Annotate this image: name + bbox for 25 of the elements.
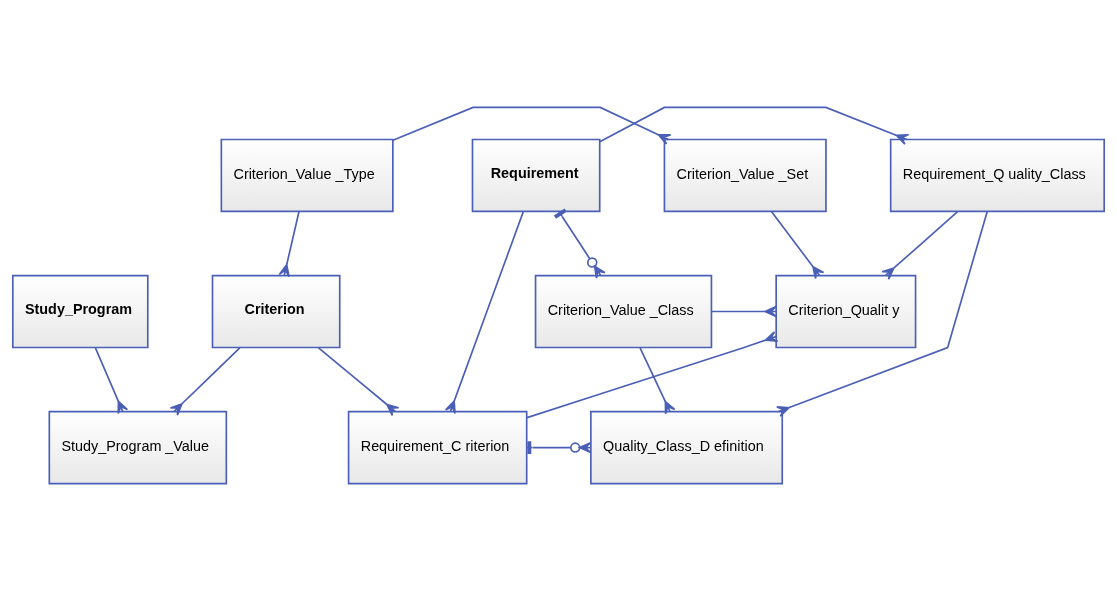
node-box: Criterion_Value _Type — [220, 138, 394, 212]
connector — [881, 210, 959, 280]
node-box: Study_Program — [12, 274, 149, 348]
connector — [278, 210, 300, 277]
connector — [526, 330, 779, 418]
node-box: Criterion — [211, 274, 341, 348]
node-box: Criterion_Qualit y — [775, 274, 917, 348]
node-box: Requirement — [471, 138, 601, 212]
connector — [317, 346, 400, 416]
connector — [710, 305, 777, 317]
node-box: Requirement_Q uality_Class — [889, 138, 1105, 212]
node-box: Study_Program _Value — [48, 410, 228, 484]
connector — [94, 346, 129, 414]
connector — [169, 346, 241, 416]
connector — [639, 346, 676, 415]
node-box: Criterion_Value _Set — [663, 138, 827, 212]
connector — [599, 106, 910, 145]
connector — [553, 208, 606, 279]
node-box: Quality_Class_D efinition — [590, 410, 784, 484]
connector — [776, 210, 989, 417]
node-box: Requirement_C riterion — [347, 410, 528, 484]
node-box: Criterion_Value _Class — [534, 274, 713, 348]
connector — [392, 106, 672, 145]
connector — [444, 210, 525, 414]
connector — [770, 210, 825, 279]
